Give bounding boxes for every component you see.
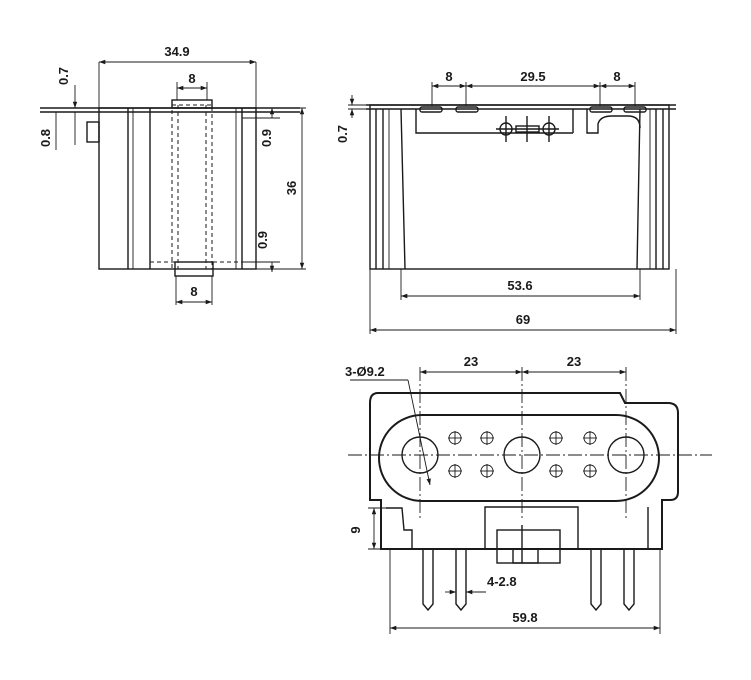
- dim-bottom-hole-spec: 3-Ø9.2: [345, 364, 385, 379]
- dim-side-flange-thickness: 0.8: [38, 129, 53, 147]
- dim-side-bottom-opening: 8: [190, 284, 197, 299]
- side-view: [40, 99, 300, 277]
- dim-side-top-opening: 8: [188, 71, 195, 86]
- bottom-dimensions: 3-Ø9.2 23 23 9 4-2.8 59.8: [345, 354, 661, 634]
- dim-front-left-pin: 8: [445, 69, 452, 84]
- dim-side-width: 34.9: [164, 44, 189, 59]
- small-holes: [448, 431, 597, 478]
- bottom-view: [348, 367, 712, 612]
- dim-front-flange: 0.7: [335, 125, 350, 143]
- dim-front-right-pin: 8: [613, 69, 620, 84]
- dim-side-height: 36: [284, 181, 299, 195]
- dim-bottom-pitch-left: 23: [464, 354, 478, 369]
- dim-bottom-leg-height: 9: [348, 526, 363, 533]
- dim-side-wall-upper: 0.9: [259, 129, 274, 147]
- front-dimensions: 8 29.5 8 0.7 53.6 69: [335, 69, 677, 334]
- front-view: [366, 104, 676, 270]
- dim-side-wall-lower: 0.9: [255, 231, 270, 249]
- dim-side-top-flange: 0.7: [56, 67, 71, 85]
- dim-front-overall-width: 69: [516, 312, 530, 327]
- dim-bottom-pin-width: 4-2.8: [487, 574, 517, 589]
- pins: [422, 549, 635, 612]
- dim-front-pin-spacing: 29.5: [520, 69, 545, 84]
- dim-bottom-overall-width: 59.8: [512, 610, 537, 625]
- dim-bottom-pitch-right: 23: [567, 354, 581, 369]
- side-dimensions: 34.9 8 8 0.7 0.8 0.9 0.9 36: [38, 44, 306, 305]
- dim-front-inner-width: 53.6: [507, 278, 532, 293]
